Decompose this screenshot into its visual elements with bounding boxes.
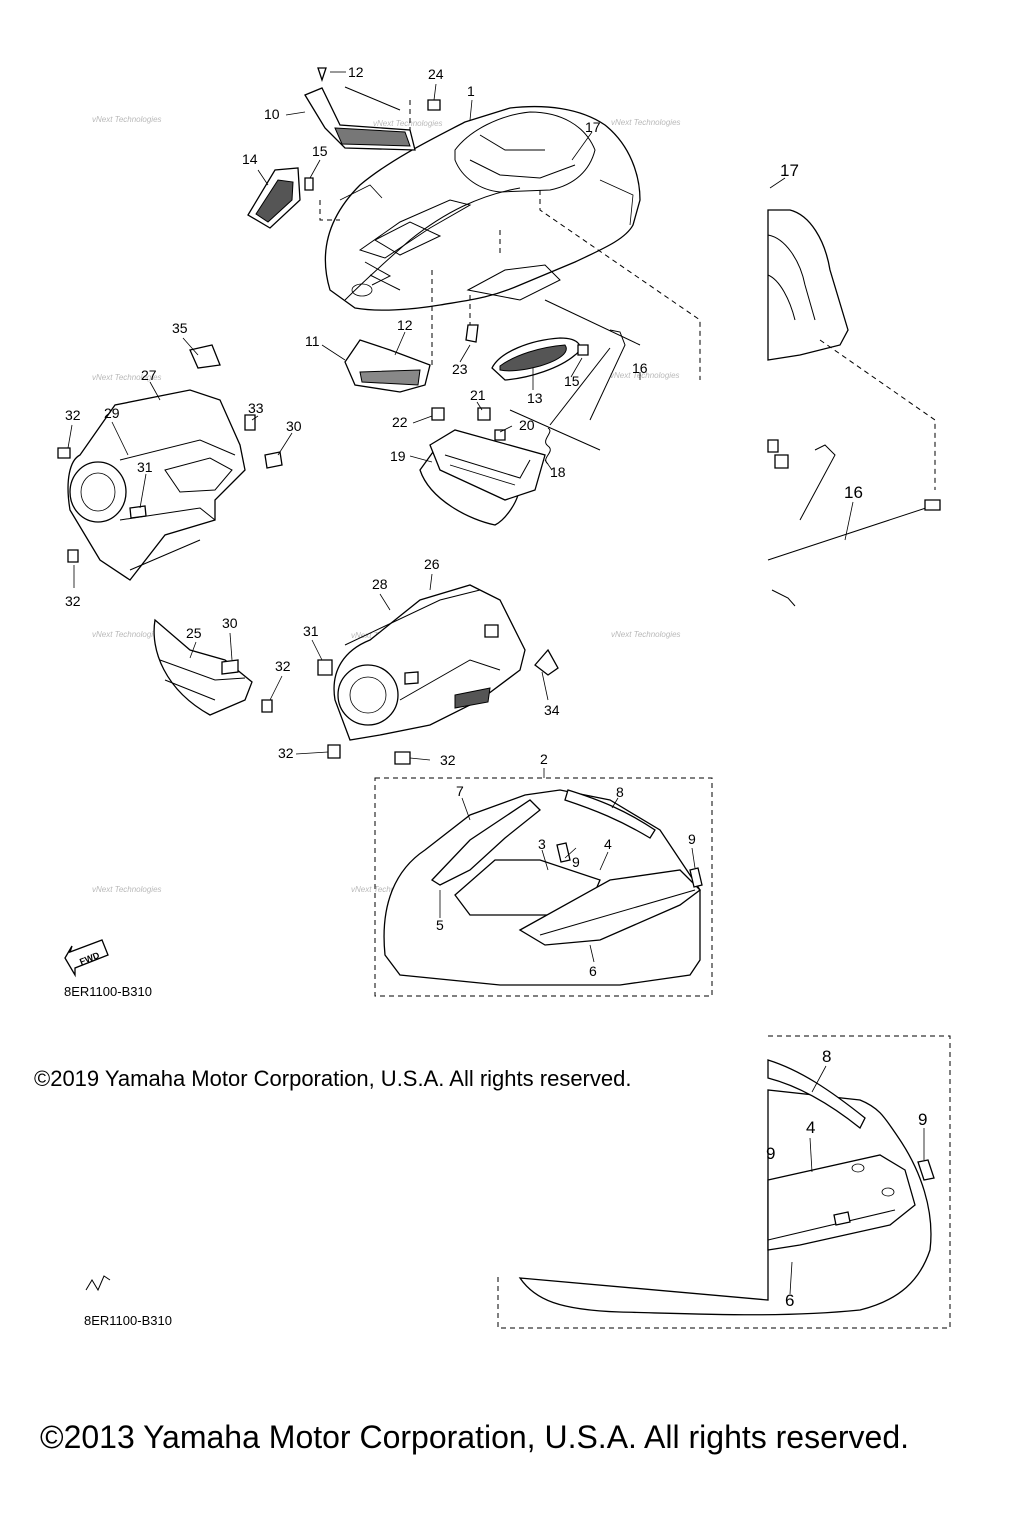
- callout-30: 30: [286, 418, 302, 434]
- callout-22: 22: [392, 414, 408, 430]
- leader-lines: [67, 71, 925, 1295]
- watermark: vNext Technologies: [373, 119, 443, 128]
- part-25-lower-panel: [153, 618, 273, 716]
- callout-18: 18: [550, 464, 566, 480]
- fwd-arrow-icon: FWD: [64, 939, 109, 978]
- part-26-right-side-panel: [317, 584, 559, 765]
- watermark: vNext Technologies: [351, 885, 421, 894]
- callout-34: 34: [544, 702, 560, 718]
- callout-31: 31: [303, 623, 319, 639]
- callout-8: 8: [616, 784, 624, 800]
- watermark: vNext Technologies: [92, 373, 162, 382]
- callout-6: 6: [785, 1291, 794, 1310]
- callouts: 12 24 1 10 17 15 14 17 12 35 11 23 16 27…: [65, 64, 927, 1310]
- callout-32: 32: [278, 745, 294, 761]
- callout-7: 7: [456, 783, 464, 799]
- callout-3: 3: [538, 836, 546, 852]
- callout-32: 32: [65, 593, 81, 609]
- copyright-top: ©2019 Yamaha Motor Corporation, U.S.A. A…: [34, 1066, 631, 1091]
- watermark: vNext Technologies: [610, 371, 680, 380]
- callout-35: 35: [172, 320, 188, 336]
- callout-28: 28: [372, 576, 388, 592]
- watermark: vNext Technologies: [611, 630, 681, 639]
- callout-27: 27: [141, 367, 157, 383]
- part-27-left-side-panel: [57, 344, 283, 581]
- watermark: vNext Technologies: [92, 115, 162, 124]
- callout-6: 6: [589, 963, 597, 979]
- top-cowl: [319, 86, 701, 380]
- callout-31: 31: [137, 459, 153, 475]
- callout-16: 16: [632, 360, 648, 376]
- callout-9: 9: [572, 854, 580, 870]
- callout-30: 30: [222, 615, 238, 631]
- callout-14: 14: [242, 151, 258, 167]
- watermark: vNext Technologies: [611, 118, 681, 127]
- callout-32: 32: [65, 407, 81, 423]
- callout-9: 9: [918, 1110, 927, 1129]
- callout-10: 10: [264, 106, 280, 122]
- callout-15: 15: [564, 373, 580, 389]
- part-2-hood-kit: [374, 777, 713, 997]
- callout-26: 26: [424, 556, 440, 572]
- part-14-side-mesh: [247, 167, 301, 229]
- callout-1: 1: [467, 83, 475, 99]
- callout-33: 33: [248, 400, 264, 416]
- callout-11: 11: [305, 333, 320, 349]
- callout-15: 15: [312, 143, 328, 159]
- part-10-vent-frame: [304, 87, 416, 151]
- callout-4: 4: [604, 836, 612, 852]
- callout-9: 9: [688, 831, 696, 847]
- callout-12: 12: [397, 317, 413, 333]
- callout-13: 13: [527, 390, 543, 406]
- callout-17: 17: [780, 161, 799, 180]
- ref-code: 8ER1100-B310: [64, 984, 152, 999]
- partial-view-upper-right: [767, 209, 941, 607]
- part-11-lower-vent: [344, 339, 431, 393]
- callout-29: 29: [104, 405, 120, 421]
- part-19-storage-box: [419, 347, 611, 526]
- callout-20: 20: [519, 417, 535, 433]
- callout-4: 4: [806, 1118, 815, 1137]
- callout-19: 19: [390, 448, 406, 464]
- callout-17: 17: [585, 119, 601, 135]
- copyright-bottom: ©2013 Yamaha Motor Corporation, U.S.A. A…: [40, 1419, 909, 1455]
- callout-24: 24: [428, 66, 444, 82]
- callout-25: 25: [186, 625, 202, 641]
- watermark: vNext Technologies: [92, 885, 162, 894]
- fwd-arrow-icon-partial: [85, 1275, 111, 1292]
- callout-16: 16: [844, 483, 863, 502]
- callout-32: 32: [275, 658, 291, 674]
- callout-9: 9: [766, 1144, 775, 1163]
- callout-32: 32: [440, 752, 456, 768]
- callout-2: 2: [540, 751, 548, 767]
- callout-8: 8: [822, 1047, 831, 1066]
- fasteners-top: [304, 67, 626, 421]
- callout-23: 23: [452, 361, 468, 377]
- watermark: vNext Technologies: [92, 630, 162, 639]
- ref-code: 8ER1100-B310: [84, 1313, 172, 1328]
- callout-5: 5: [436, 917, 444, 933]
- callout-21: 21: [470, 387, 486, 403]
- partial-view-lower-right: [497, 1035, 951, 1329]
- callout-12: 12: [348, 64, 364, 80]
